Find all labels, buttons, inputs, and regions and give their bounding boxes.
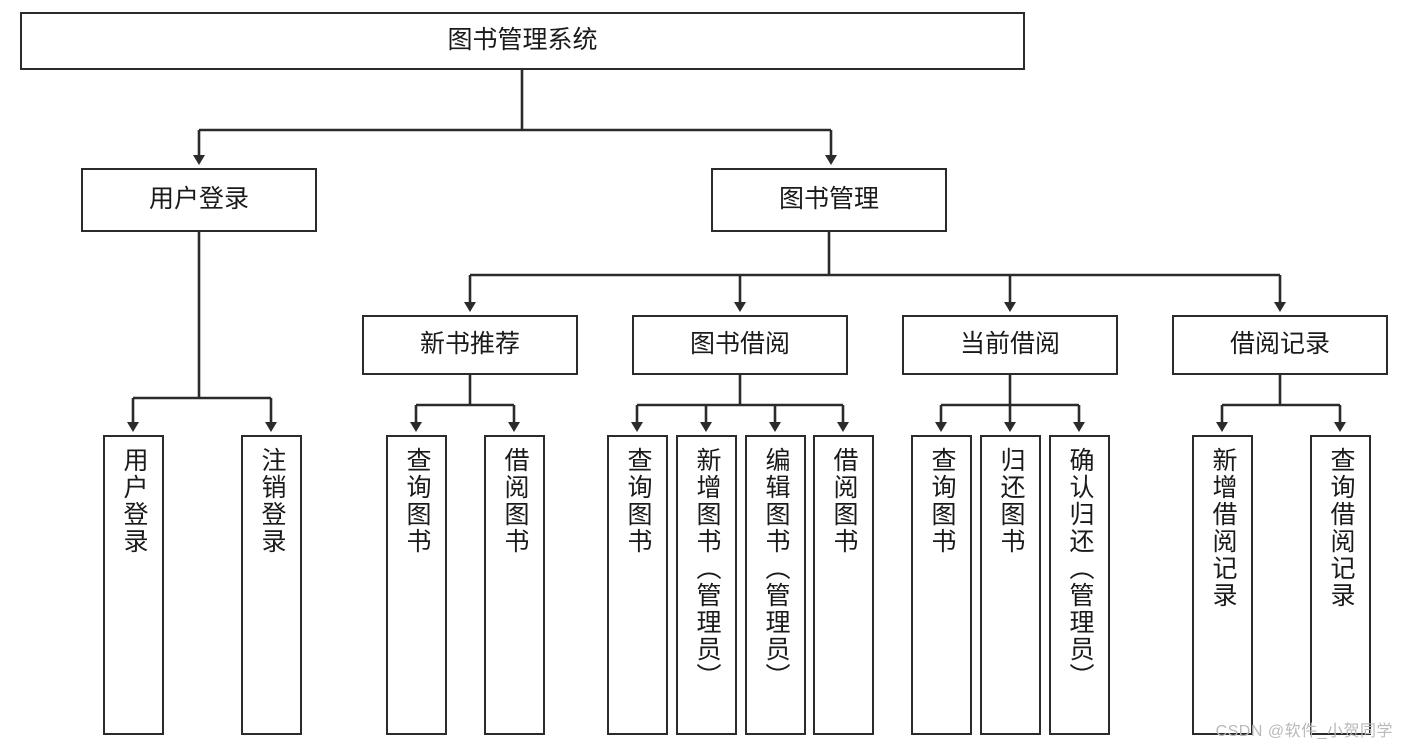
node-user-login[interactable]: 用户登录 — [81, 168, 317, 232]
leaf-current-borrow-query-book[interactable]: 查询图书 — [911, 435, 972, 735]
node-current-borrow[interactable]: 当前借阅 — [902, 315, 1118, 375]
csdn-watermark: CSDN @软件_小贺同学 — [1215, 723, 1393, 740]
leaf-current-borrow-confirm-return[interactable]: 确认归还（管理员） — [1049, 435, 1110, 735]
leaf-book-borrow-add-book[interactable]: 新增图书（管理员） — [676, 435, 737, 735]
node-current-borrow-label: 当前借阅 — [959, 330, 1060, 359]
leaf-new-book-query-book[interactable]: 查询图书 — [386, 435, 447, 735]
leaf-book-borrow-query-book-label: 查询图书 — [624, 447, 652, 555]
leaf-borrow-record-add-record[interactable]: 新增借阅记录 — [1192, 435, 1253, 735]
leaf-new-book-borrow-book[interactable]: 借阅图书 — [484, 435, 545, 735]
node-book-borrow[interactable]: 图书借阅 — [632, 315, 848, 375]
leaf-book-borrow-query-book[interactable]: 查询图书 — [607, 435, 668, 735]
leaf-book-borrow-edit-book-label: 编辑图书（管理员） — [762, 447, 790, 690]
leaf-current-borrow-return-book-label: 归还图书 — [997, 447, 1025, 555]
leaf-current-borrow-return-book[interactable]: 归还图书 — [980, 435, 1041, 735]
node-book-management[interactable]: 图书管理 — [711, 168, 947, 232]
leaf-book-borrow-add-book-label: 新增图书（管理员） — [693, 447, 721, 690]
node-new-book-recommend-label: 新书推荐 — [419, 330, 520, 359]
leaf-new-book-query-book-label: 查询图书 — [403, 447, 431, 555]
leaf-borrow-record-add-record-label: 新增借阅记录 — [1209, 447, 1237, 609]
node-user-login-label: 用户登录 — [148, 185, 249, 214]
node-borrow-record-label: 借阅记录 — [1229, 330, 1330, 359]
leaf-borrow-record-query-record[interactable]: 查询借阅记录 — [1310, 435, 1371, 735]
leaf-book-borrow-borrow-book-label: 借阅图书 — [830, 447, 858, 555]
leaf-book-borrow-borrow-book[interactable]: 借阅图书 — [813, 435, 874, 735]
leaf-borrow-record-query-record-label: 查询借阅记录 — [1327, 447, 1355, 609]
leaf-user-login-logout-label: 注销登录 — [258, 447, 286, 555]
leaf-current-borrow-confirm-return-label: 确认归还（管理员） — [1066, 447, 1094, 690]
leaf-book-borrow-edit-book[interactable]: 编辑图书（管理员） — [745, 435, 806, 735]
node-root-label: 图书管理系统 — [447, 26, 598, 55]
leaf-new-book-borrow-book-label: 借阅图书 — [501, 447, 529, 555]
node-book-borrow-label: 图书借阅 — [689, 330, 790, 359]
node-book-management-label: 图书管理 — [778, 185, 879, 214]
node-root-book-management-system[interactable]: 图书管理系统 — [20, 12, 1025, 70]
leaf-user-login-login[interactable]: 用户登录 — [103, 435, 164, 735]
leaf-user-login-logout[interactable]: 注销登录 — [241, 435, 302, 735]
leaf-current-borrow-query-book-label: 查询图书 — [928, 447, 956, 555]
node-new-book-recommend[interactable]: 新书推荐 — [362, 315, 578, 375]
node-borrow-record[interactable]: 借阅记录 — [1172, 315, 1388, 375]
leaf-user-login-login-label: 用户登录 — [120, 447, 148, 555]
